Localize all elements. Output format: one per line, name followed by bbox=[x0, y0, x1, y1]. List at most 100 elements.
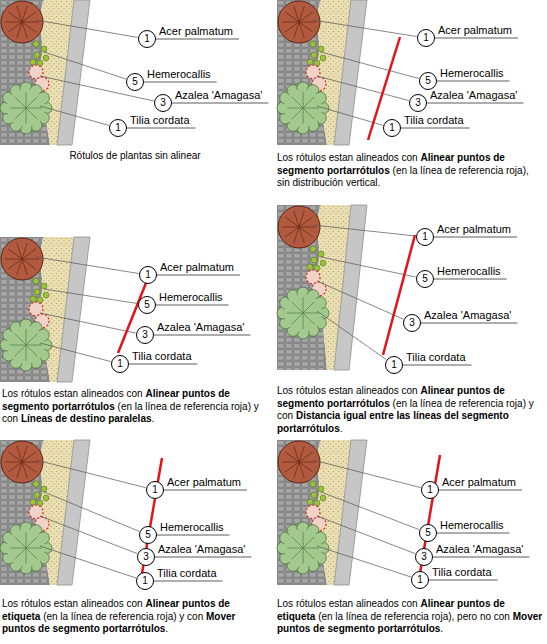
callout-digit: 3 bbox=[409, 317, 415, 328]
tilia-tree bbox=[7, 89, 45, 127]
path-band bbox=[57, 440, 90, 585]
callout-number: 3 bbox=[409, 94, 427, 112]
tree-texture bbox=[17, 6, 22, 22]
label-underline bbox=[427, 103, 523, 104]
leader-line bbox=[317, 516, 415, 554]
leader-line bbox=[40, 546, 136, 578]
tree-texture bbox=[26, 108, 42, 109]
reference-line bbox=[368, 37, 400, 140]
caption-text: Rótulos de plantas sin alinear bbox=[69, 150, 200, 161]
callout-number: 3 bbox=[136, 326, 154, 344]
tree-texture bbox=[26, 108, 27, 124]
plant-name: Hemerocallis bbox=[440, 67, 504, 80]
label-underline bbox=[433, 557, 529, 558]
plant-name: Tilia cordata bbox=[130, 114, 190, 127]
callout-digit: 3 bbox=[143, 551, 149, 562]
callout-digit: 3 bbox=[142, 329, 148, 340]
tree-texture bbox=[287, 548, 303, 549]
callout-digit: 1 bbox=[422, 231, 428, 242]
label-underline bbox=[156, 39, 239, 40]
tilia-tree bbox=[7, 326, 45, 364]
tree-texture bbox=[22, 22, 27, 38]
paving bbox=[0, 0, 50, 145]
callout-digit: 1 bbox=[423, 32, 429, 43]
hemerocallis-plant bbox=[320, 260, 326, 266]
callout-number: 1 bbox=[138, 30, 156, 48]
caption: Rótulos de plantas sin alinear bbox=[0, 150, 270, 163]
callout-digit: 3 bbox=[415, 97, 421, 108]
hemerocallis-plant bbox=[311, 492, 317, 498]
hemerocallis-plant bbox=[307, 264, 313, 270]
callout-number: 1 bbox=[421, 481, 439, 499]
tree-texture bbox=[292, 302, 303, 313]
plant-name: Acer palmatum bbox=[159, 25, 233, 38]
tree-texture bbox=[299, 227, 313, 237]
tree-texture bbox=[22, 22, 36, 32]
callout-number: 1 bbox=[136, 572, 154, 590]
tree-texture bbox=[15, 548, 26, 559]
leader-line bbox=[40, 106, 109, 125]
tree-texture bbox=[299, 462, 316, 463]
path-band bbox=[57, 237, 90, 382]
caption-text: Los rótulos estan alineados con bbox=[277, 385, 418, 396]
tree-texture bbox=[26, 329, 27, 345]
callout-number: 5 bbox=[419, 524, 437, 542]
caption: Los rótulos estan alineados con Alinear … bbox=[277, 385, 543, 435]
tilia-tree bbox=[284, 529, 322, 567]
tree-texture bbox=[294, 211, 299, 227]
tree-texture bbox=[303, 537, 314, 548]
hemerocallis-plant bbox=[37, 60, 43, 66]
tree-texture bbox=[17, 259, 22, 275]
path-band bbox=[334, 205, 367, 370]
label-underline bbox=[127, 128, 196, 129]
tree-texture bbox=[282, 462, 299, 463]
label-underline bbox=[437, 533, 510, 534]
callout-number: 5 bbox=[419, 72, 437, 90]
callout-digit: 1 bbox=[115, 122, 121, 133]
callout-number: 1 bbox=[416, 228, 434, 246]
caption: Los rótulos estan alineados con Alinear … bbox=[2, 388, 268, 426]
tree-texture bbox=[299, 6, 304, 22]
callout-digit: 1 bbox=[144, 33, 150, 44]
plant-name: Tilia cordata bbox=[132, 350, 192, 363]
command-name: Líneas de destino paralelas bbox=[21, 413, 152, 424]
callout-digit: 3 bbox=[421, 551, 427, 562]
tree-texture bbox=[22, 259, 39, 260]
caption-text: (en la línea de referencia roja) y con bbox=[43, 611, 203, 622]
plant-plan bbox=[277, 205, 517, 370]
plant-name: Tilia cordata bbox=[404, 114, 464, 127]
tree-texture bbox=[15, 97, 26, 108]
hemerocallis-plant bbox=[34, 492, 40, 498]
callout-number: 5 bbox=[126, 73, 144, 91]
leader-line bbox=[36, 20, 138, 37]
label-underline bbox=[156, 305, 229, 306]
caption-text: . bbox=[440, 623, 443, 634]
acer-tree bbox=[1, 1, 43, 43]
label-underline bbox=[439, 490, 522, 491]
plant-name: Hemerocallis bbox=[437, 265, 501, 278]
tree-texture bbox=[10, 108, 26, 109]
plant-name: Acer palmatum bbox=[442, 476, 516, 489]
tree-texture bbox=[26, 532, 27, 548]
tree-texture bbox=[285, 462, 299, 472]
tree-texture bbox=[15, 345, 26, 356]
tree-texture bbox=[17, 22, 22, 38]
tree-texture bbox=[8, 462, 22, 472]
hemerocallis-plant bbox=[318, 251, 324, 257]
callout-number: 1 bbox=[139, 266, 157, 284]
path-band bbox=[334, 0, 367, 145]
tree-texture bbox=[10, 548, 26, 549]
caption-text: Los rótulos estan alineados con bbox=[2, 388, 143, 399]
leader-line bbox=[313, 225, 416, 236]
hemerocallis-plant bbox=[320, 55, 326, 61]
leader-line bbox=[321, 257, 416, 277]
paving bbox=[0, 237, 50, 382]
tree-texture bbox=[299, 22, 316, 23]
tree-texture bbox=[10, 345, 26, 346]
tree-texture bbox=[285, 227, 299, 237]
command-name: Distancia igual entre las líneas del seg… bbox=[277, 410, 509, 434]
caption: Los rótulos estan alineados con Alinear … bbox=[2, 598, 270, 636]
hemerocallis-plant bbox=[30, 296, 36, 302]
tree-texture bbox=[22, 452, 36, 462]
